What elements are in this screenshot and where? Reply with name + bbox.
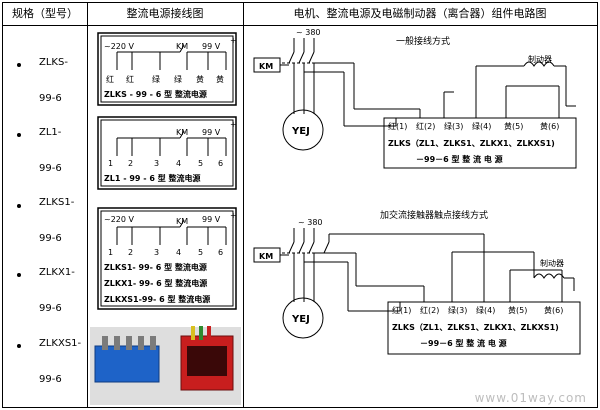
terminal-label: 6 [218,159,223,168]
terminal-label: 红 [106,74,114,84]
km-contact-label: KM [176,217,188,226]
terminal-label: 黄 [196,74,204,84]
circuit-model-label: －99－6 型 整 流 电 源 [420,338,507,348]
supply-voltage: ~ 380 [298,218,323,227]
model-name: 99-6 [39,374,62,385]
terminal-label: 4 [176,248,181,257]
terminal-label: 绿(3) [444,122,463,131]
terminal-label: 黄(6) [540,121,559,131]
output-voltage: 99 V [202,215,221,224]
rectifier-model-label: ZL1 - 99 - 6 型 整流电源 [104,173,201,183]
brake-label: 制动器 [540,258,564,268]
terminal-label: 6 [218,248,223,257]
terminal-label: 1 [108,159,113,168]
bullet [17,133,21,137]
terminal-label: 红(2) [420,305,439,315]
terminal-label: 4 [176,159,181,168]
km-contact-label: KM [176,128,188,137]
rectifier-model-label: ZLKS1- 99- 6 型 整流电源 [104,262,207,272]
terminal-label: 2 [128,159,133,168]
bullet [17,204,21,208]
terminal-label: 1 [108,248,113,257]
terminal-label: 绿(3) [448,306,467,315]
terminal-label: 红(1) [392,305,411,315]
terminal-label: 黄 [216,74,224,84]
model-name: ZLKXS1- [39,338,82,349]
terminal-label: 黄(5) [508,305,527,315]
motor-label: YEJ [291,314,310,325]
terminal-label: 红(2) [416,121,435,131]
bullet [17,63,21,67]
model-name: ZLKX1- [39,267,75,278]
km-contact-label: KM [176,42,188,51]
circuit-title: 加交流接触器触点接线方式 [380,209,488,221]
header-component-circuit: 电机、整流电源及电磁制动器（离合器）组件电路图 [293,7,547,20]
terminal-label: 绿(4) [476,306,495,315]
terminal-label: 红 [126,74,134,84]
model-name: ZLKS1- [39,197,75,208]
model-name: 99-6 [39,303,62,314]
header-rectifier-wiring: 整流电源接线图 [126,7,204,20]
terminal-label: 黄(6) [544,305,563,315]
terminal-label: 绿 [174,75,182,84]
model-name: ZLKS- [39,57,68,68]
terminal-label: 5 [198,159,203,168]
plus-sign: + [230,36,237,45]
circuit-model-label: ZLKS（ZL1、ZLKS1、ZLKX1、ZLKXS1) [388,138,555,148]
output-voltage: 99 V [202,42,221,51]
input-voltage: ~220 V [104,42,135,51]
column-divider-1 [87,3,88,407]
motor-label: YEJ [291,126,310,137]
model-name: 99-6 [39,93,62,104]
input-voltage: ~220 V [104,215,135,224]
header-model: 规格（型号） [12,7,78,20]
component-circuit-diagrams: ~ 380 KM YEJ 一般接线方式 制动器 红(1) 红(2) 绿(3) 绿… [253,28,581,355]
terminal-label: 黄(5) [504,121,523,131]
bullet [17,344,21,348]
terminal-label: 绿 [152,75,160,84]
km-label: KM [259,252,273,261]
terminal-label: 3 [154,248,159,257]
brake-label: 制动器 [528,54,552,64]
model-name: 99-6 [39,233,62,244]
output-voltage: 99 V [202,128,221,137]
header-divider [3,25,597,26]
supply-voltage: ~ 380 [296,28,321,37]
rectifier-wiring-diagrams: ~220 V KM 99 V + 红 红 绿 绿 黄 黄 ZLKS - 99 -… [90,32,241,405]
model-name: 99-6 [39,163,62,174]
terminal-label: 红(1) [388,121,407,131]
model-name: ZL1- [39,127,62,138]
rectifier-model-label: ZLKX1- 99- 6 型 整流电源 [104,278,207,288]
plus-sign: + [230,211,237,220]
plus-sign: + [230,120,237,129]
circuit-title: 一般接线方式 [396,35,450,47]
column-divider-2 [243,3,244,407]
watermark: www.01way.com [474,391,587,405]
rectifier-model-label: ZLKXS1-99- 6 型 整流电源 [104,294,210,304]
terminal-label: 绿(4) [472,122,491,131]
bullet [17,273,21,277]
terminal-label: 2 [128,248,133,257]
circuit-model-label: ZLKS（ZL1、ZLKS1、ZLKX1、ZLKXS1) [392,322,559,332]
km-label: KM [259,62,273,71]
product-photo [90,326,241,405]
rectifier-model-label: ZLKS - 99 - 6 型 整流电源 [104,89,207,99]
terminal-label: 3 [154,159,159,168]
terminal-label: 5 [198,248,203,257]
circuit-model-label: －99－6 型 整 流 电 源 [416,154,503,164]
